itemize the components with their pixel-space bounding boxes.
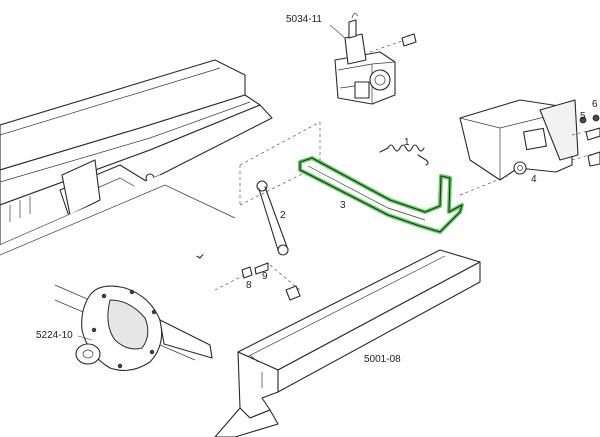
frame-rail-upper bbox=[0, 59, 273, 300]
callout-sensor: 5034-11 bbox=[286, 14, 322, 25]
callout-bracket-bolt: 5 bbox=[580, 111, 586, 122]
callout-lower-nut: 8 bbox=[246, 280, 252, 291]
callout-link: 2 bbox=[280, 210, 286, 221]
link-rod: 2 bbox=[256, 180, 289, 256]
callout-frame: 5001-08 bbox=[364, 354, 401, 365]
frame-rail-lower: 5001-08 bbox=[214, 249, 481, 437]
lever-arm: 3 bbox=[298, 156, 464, 234]
axle-differential: 5224-10 bbox=[36, 275, 213, 371]
callout-bracket: 4 bbox=[531, 174, 537, 185]
callout-lower-bolt: 9 bbox=[262, 271, 268, 282]
callout-lever: 3 bbox=[340, 200, 346, 211]
mounting-bracket: 5 6 4 bbox=[459, 99, 600, 185]
lower-fasteners: 8 9 bbox=[241, 262, 301, 301]
callout-bracket-nut: 6 bbox=[592, 99, 598, 110]
sensor-assembly: 5034-11 bbox=[286, 13, 417, 105]
return-spring: 1 bbox=[379, 137, 429, 166]
callout-axle: 5224-10 bbox=[36, 330, 73, 341]
callout-spring: 1 bbox=[404, 137, 410, 148]
